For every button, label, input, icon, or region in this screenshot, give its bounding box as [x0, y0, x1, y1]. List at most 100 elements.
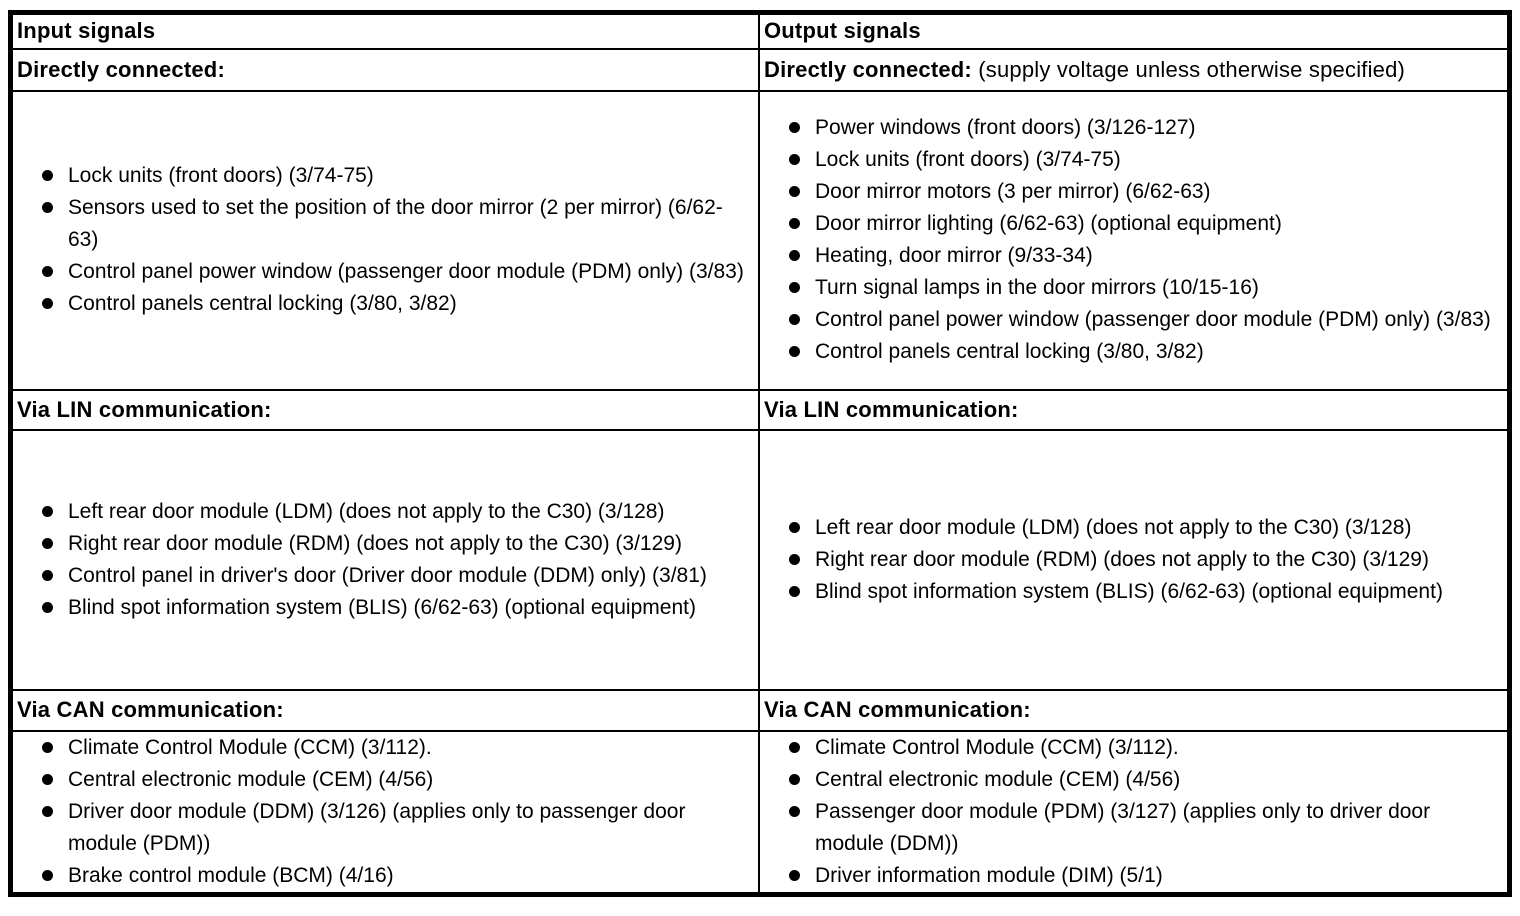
list-item-text: Control panel in driver's door (Driver d… — [68, 563, 707, 587]
list-item: Lock units (front doors) (3/74-75) — [42, 160, 752, 192]
list-item: Heating, door mirror (9/33-34) — [788, 240, 1501, 272]
input-via-lin-title-cell: Via LIN communication: — [9, 388, 760, 431]
input-via-can-list-cell: Climate Control Module (CCM) (3/112). Ce… — [9, 729, 760, 895]
section-title: Via LIN communication: — [17, 396, 272, 422]
list-item-text: Lock units (front doors) (3/74-75) — [814, 148, 1121, 171]
list-item: Control panel in driver's door (Driver d… — [42, 560, 752, 592]
section-title: Via CAN communication: — [763, 697, 1031, 722]
list-item: Driver information module (DIM) (5/1) — [788, 860, 1501, 892]
list-item-text: Blind spot information system (BLIS) (6/… — [68, 595, 696, 619]
bullet-icon — [788, 250, 800, 261]
list-item: Right rear door module (RDM) (does not a… — [788, 544, 1501, 576]
bullet-icon — [788, 805, 800, 817]
list-item: Control panels central locking (3/80, 3/… — [42, 288, 752, 320]
list-item-text: Left rear door module (LDM) (does not ap… — [814, 515, 1412, 539]
bullet-icon — [42, 505, 53, 517]
list-item: Central electronic module (CEM) (4/56) — [42, 764, 752, 796]
list-item: Control panel power window (passenger do… — [42, 256, 752, 288]
list-item-text: Passenger door module (PDM) (3/127) (app… — [814, 799, 1431, 855]
input-via-can-list: Climate Control Module (CCM) (3/112). Ce… — [13, 732, 757, 892]
bullet-icon — [42, 805, 53, 817]
list-item-text: Central electronic module (CEM) (4/56) — [814, 767, 1181, 791]
list-item-text: Climate Control Module (CCM) (3/112). — [814, 735, 1179, 759]
bullet-icon — [42, 537, 53, 549]
list-item-text: Brake control module (BCM) (4/16) — [68, 863, 394, 887]
input-directly-connected-list: Lock units (front doors) (3/74-75) Senso… — [13, 160, 757, 320]
output-via-lin-list: Left rear door module (LDM) (does not ap… — [761, 512, 1507, 608]
list-item: Control panel power window (passenger do… — [788, 304, 1501, 336]
input-signals-header-cell: Input signals — [9, 11, 760, 50]
list-item: Door mirror motors (3 per mirror) (6/62-… — [788, 176, 1501, 208]
list-item-text: Blind spot information system (BLIS) (6/… — [814, 579, 1443, 603]
via-can-title-row: Via CAN communication: Via CAN communica… — [9, 688, 1511, 732]
output-via-can-title-cell: Via CAN communication: — [757, 688, 1511, 732]
bullet-icon — [788, 773, 800, 785]
bullet-icon — [788, 122, 800, 133]
via-can-list-row: Climate Control Module (CCM) (3/112). Ce… — [9, 729, 1511, 895]
section-title: Directly connected: — [763, 56, 972, 82]
input-via-can-title-cell: Via CAN communication: — [9, 688, 760, 732]
bullet-icon — [788, 869, 800, 881]
list-item: Left rear door module (LDM) (does not ap… — [42, 496, 752, 528]
bullet-icon — [42, 869, 53, 881]
bullet-icon — [42, 569, 53, 581]
bullet-icon — [788, 585, 800, 597]
list-item: Blind spot information system (BLIS) (6/… — [42, 592, 752, 624]
bullet-icon — [788, 521, 800, 533]
list-item-text: Power windows (front doors) (3/126-127) — [814, 116, 1196, 139]
input-via-lin-list-cell: Left rear door module (LDM) (does not ap… — [9, 428, 760, 691]
list-item-text: Right rear door module (RDM) (does not a… — [68, 531, 682, 555]
list-item: Blind spot information system (BLIS) (6/… — [788, 576, 1501, 608]
list-item-text: Lock units (front doors) (3/74-75) — [68, 164, 374, 187]
list-item-text: Control panel power window (passenger do… — [814, 308, 1491, 331]
bullet-icon — [788, 346, 800, 357]
input-signals-header: Input signals — [17, 18, 156, 44]
via-lin-title-row: Via LIN communication: Via LIN communica… — [9, 388, 1511, 431]
bullet-icon — [788, 741, 800, 753]
output-signals-header-cell: Output signals — [757, 11, 1511, 50]
output-via-can-list-cell: Climate Control Module (CCM) (3/112). Ce… — [757, 729, 1511, 895]
list-item: Brake control module (BCM) (4/16) — [42, 860, 752, 892]
bullet-icon — [42, 741, 53, 753]
input-directly-connected-list-cell: Lock units (front doors) (3/74-75) Senso… — [9, 89, 760, 391]
input-directly-connected-title-cell: Directly connected: — [9, 47, 760, 92]
list-item: Control panels central locking (3/80, 3/… — [788, 336, 1501, 368]
output-via-lin-title-cell: Via LIN communication: — [757, 388, 1511, 431]
output-signals-header: Output signals — [763, 18, 921, 44]
list-item: Climate Control Module (CCM) (3/112). — [42, 732, 752, 763]
output-directly-connected-list-cell: Power windows (front doors) (3/126-127) … — [757, 89, 1511, 391]
section-title: Via CAN communication: — [17, 697, 284, 722]
list-item: Left rear door module (LDM) (does not ap… — [788, 512, 1501, 544]
via-lin-list-row: Left rear door module (LDM) (does not ap… — [9, 428, 1511, 691]
list-item-text: Central electronic module (CEM) (4/56) — [68, 767, 434, 791]
list-item-text: Door mirror motors (3 per mirror) (6/62-… — [814, 180, 1211, 203]
list-item: Door mirror lighting (6/62-63) (optional… — [788, 208, 1501, 240]
bullet-icon — [42, 298, 53, 309]
list-item-text: Control panels central locking (3/80, 3/… — [814, 340, 1204, 363]
output-via-can-list: Climate Control Module (CCM) (3/112). Ce… — [761, 732, 1507, 892]
directly-connected-list-row: Lock units (front doors) (3/74-75) Senso… — [9, 89, 1511, 391]
list-item-text: Climate Control Module (CCM) (3/112). — [68, 735, 432, 759]
bullet-icon — [42, 266, 53, 277]
list-item-text: Control panels central locking (3/80, 3/… — [68, 292, 457, 315]
list-item-text: Left rear door module (LDM) (does not ap… — [68, 499, 665, 523]
section-title: Via LIN communication: — [763, 396, 1019, 422]
list-item: Right rear door module (RDM) (does not a… — [42, 528, 752, 560]
list-item-text: Turn signal lamps in the door mirrors (1… — [814, 276, 1259, 299]
list-item: Passenger door module (PDM) (3/127) (app… — [788, 796, 1501, 860]
bullet-icon — [42, 773, 53, 785]
list-item-text: Driver information module (DIM) (5/1) — [814, 863, 1163, 887]
list-item: Lock units (front doors) (3/74-75) — [788, 144, 1501, 176]
section-title: Directly connected: — [17, 56, 225, 82]
directly-connected-title-row: Directly connected: Directly connected: … — [9, 47, 1511, 92]
list-item: Turn signal lamps in the door mirrors (1… — [788, 272, 1501, 304]
signals-table: Input signals Output signals Directly co… — [8, 10, 1512, 897]
bullet-icon — [42, 601, 53, 613]
list-item-text: Driver door module (DDM) (3/126) (applie… — [68, 799, 686, 855]
list-item-text: Heating, door mirror (9/33-34) — [814, 244, 1093, 267]
bullet-icon — [788, 314, 800, 325]
list-item-text: Door mirror lighting (6/62-63) (optional… — [814, 212, 1282, 235]
list-item-text: Control panel power window (passenger do… — [68, 260, 744, 283]
list-item: Power windows (front doors) (3/126-127) — [788, 112, 1501, 144]
